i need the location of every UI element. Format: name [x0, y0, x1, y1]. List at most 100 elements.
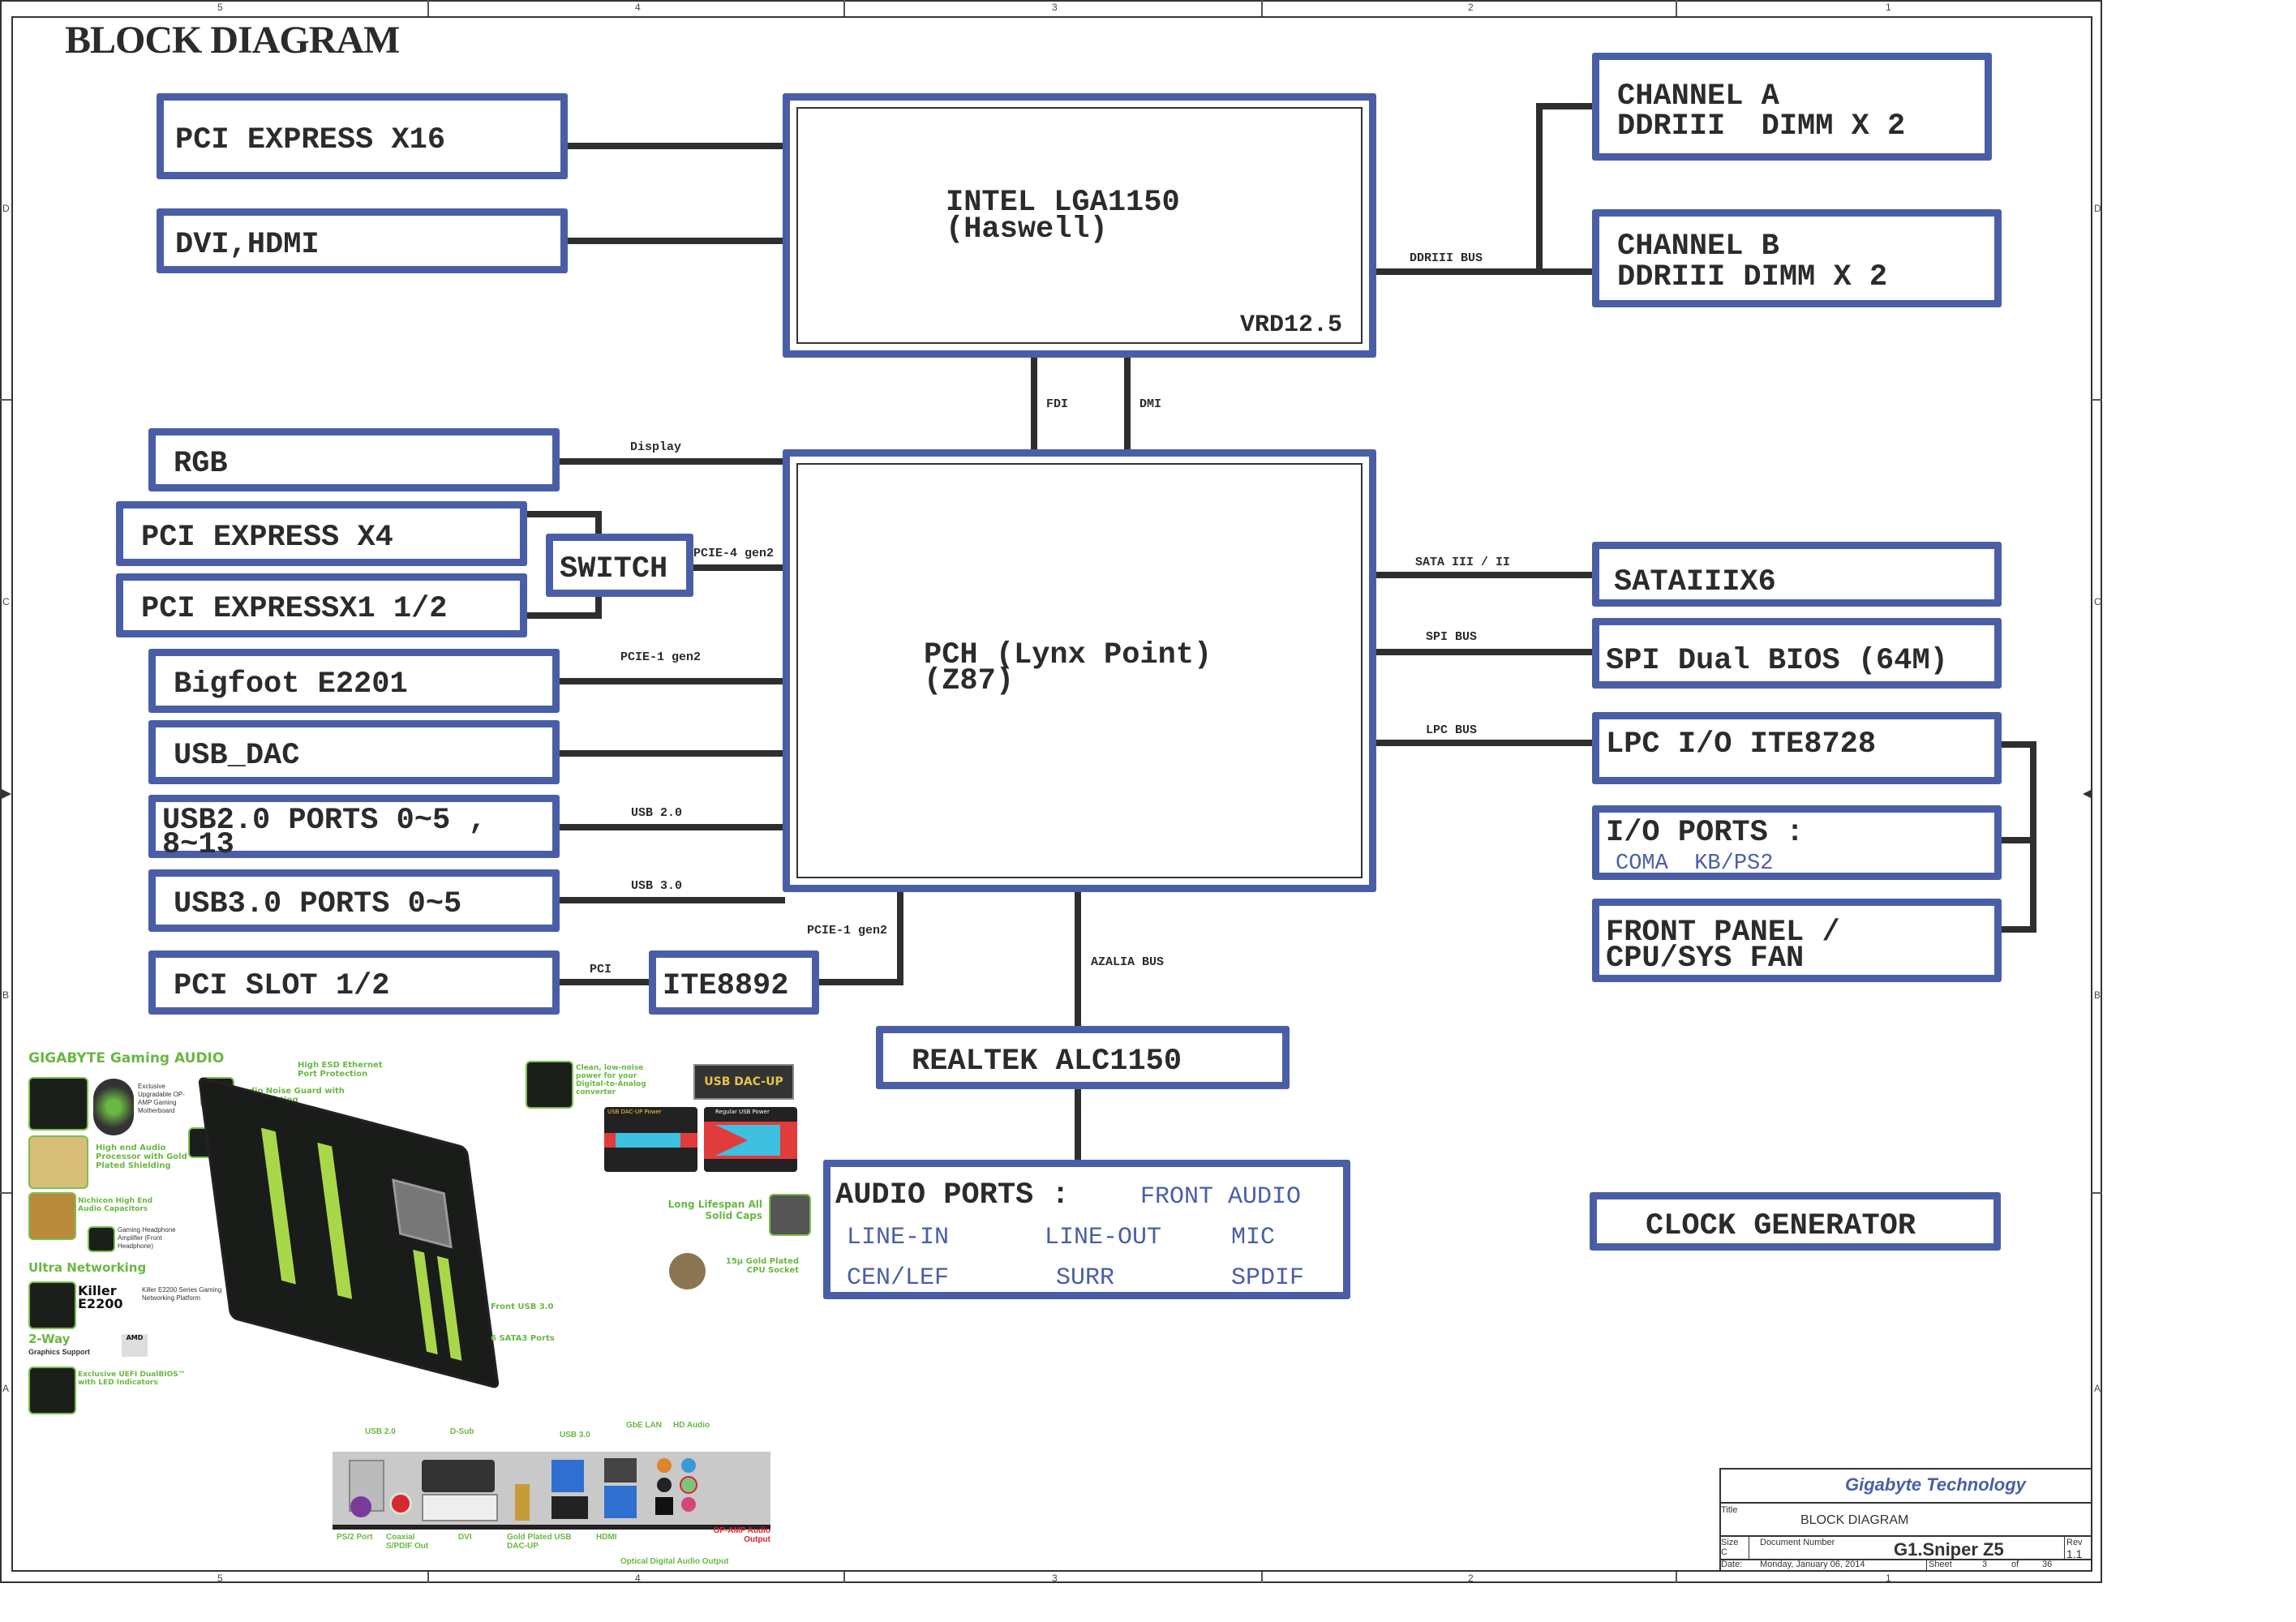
dualbios-photo: [28, 1367, 76, 1414]
promo-text: Killer E2200 Series Gaming Networking Pl…: [142, 1286, 222, 1302]
block-usb-dac[interactable]: USB_DAC: [148, 720, 560, 784]
wire-usb3: [560, 897, 785, 903]
io-label: GbE LAN: [626, 1421, 662, 1430]
wire-fdi: [1031, 357, 1037, 451]
usb3-port-shape: [551, 1460, 584, 1492]
dimm-slot-shape: [436, 1255, 462, 1361]
block-switch[interactable]: SWITCH: [546, 534, 693, 597]
ruler-divider: [427, 1572, 429, 1583]
io-label: Gold Plated USB DAC-UP: [507, 1533, 572, 1551]
tb-rule: [2064, 1535, 2065, 1560]
tb-rule: [1719, 1535, 2092, 1537]
block-usb2[interactable]: USB2.0 PORTS 0~5 , 8~13: [148, 795, 560, 862]
block-front-panel[interactable]: FRONT PANEL / CPU/SYS FAN: [1592, 899, 2002, 982]
block-sata[interactable]: SATAIIIX6: [1592, 542, 2002, 607]
audio-port: LINE-IN: [847, 1224, 950, 1251]
block-label: LPC I/O ITE8728: [1606, 727, 1877, 762]
bus-label-pcie1: PCIE-1 gen2: [620, 650, 702, 664]
bus-label-pcie4: PCIE-4 gen2: [693, 547, 775, 560]
bus-label-sata: SATA III / II: [1415, 556, 1511, 569]
block-spi-bios[interactable]: SPI Dual BIOS (64M): [1592, 618, 2002, 689]
tb-rule: [1719, 1468, 2092, 1470]
block-lpc-io[interactable]: LPC I/O ITE8728: [1592, 712, 2002, 784]
tb-date: Monday, January 06, 2014: [1760, 1560, 1865, 1569]
audio-port: SPDIF: [1231, 1264, 1305, 1292]
hdmi-port-shape: [551, 1496, 588, 1519]
audio-port: CEN/LEF: [847, 1264, 950, 1292]
block-clock-generator[interactable]: CLOCK GENERATOR: [1590, 1192, 2001, 1251]
tb-field-label: Size: [1721, 1538, 1739, 1547]
block-dvi-hdmi[interactable]: DVI,HDMI: [157, 208, 568, 273]
block-label: CHANNEL A: [1617, 79, 1779, 114]
usb-port-photo: [526, 1061, 573, 1109]
cpu-codename: (Haswell): [946, 212, 1108, 247]
block-ite8892[interactable]: ITE8892: [649, 950, 819, 1015]
cpu-name: INTEL LGA1150: [946, 186, 1180, 220]
block-pch[interactable]: PCH (Lynx Point) (Z87): [783, 449, 1376, 892]
promo-text: High end Audio Processor with Gold Plate…: [96, 1144, 187, 1170]
wire-audio: [1075, 1087, 1081, 1161]
tb-title: BLOCK DIAGRAM: [1800, 1513, 1909, 1527]
wire-front-panel: [2002, 926, 2036, 933]
block-pcie-x4[interactable]: PCI EXPRESS X4: [116, 501, 527, 566]
tb-sheet: 3: [1982, 1560, 1988, 1569]
tb-size: C: [1721, 1547, 1727, 1557]
dvi-port-shape: [422, 1494, 498, 1521]
tb-field-label: Date:: [1721, 1560, 1743, 1569]
wire-ddr-chb: [1539, 268, 1594, 275]
tb-rule: [1719, 1468, 1721, 1572]
amd-logo: AMD: [122, 1334, 148, 1357]
io-label: HD Audio: [673, 1421, 710, 1430]
wire-pcie-x4: [527, 511, 602, 517]
block-usb3[interactable]: USB3.0 PORTS 0~5: [148, 869, 560, 932]
block-label: PCI EXPRESSX1 1/2: [141, 592, 448, 626]
pcie-slot-shape: [317, 1142, 353, 1299]
wire-pci: [560, 979, 650, 985]
ruler-divider: [1676, 1572, 1677, 1583]
block-cpu[interactable]: INTEL LGA1150 (Haswell) VRD12.5: [783, 93, 1376, 358]
tb-rule: [1719, 1502, 2092, 1504]
block-pci-slot[interactable]: PCI SLOT 1/2: [148, 950, 560, 1015]
tb-rule: [1719, 1570, 2092, 1572]
opamp-chip-photo: [28, 1077, 88, 1131]
block-pcie-x1[interactable]: PCI EXPRESSX1 1/2: [116, 573, 527, 637]
block-io-ports[interactable]: I/O PORTS : COMA KB/PS2: [1592, 805, 2002, 880]
block-bigfoot[interactable]: Bigfoot E2201: [148, 649, 560, 713]
ruler-row-label: A: [2, 1383, 10, 1394]
company-name: Gigabyte Technology: [1845, 1474, 2026, 1495]
killer-logo: Killer E2200: [78, 1283, 123, 1311]
bus-label-spi: SPI BUS: [1426, 630, 1478, 644]
ruler-row-label: B: [2, 989, 10, 1001]
ruler-row-label: C: [2094, 596, 2101, 607]
block-label: REALTEK ALC1150: [912, 1045, 1182, 1079]
ruler-divider: [427, 0, 429, 16]
cpu-vrd: VRD12.5: [1240, 311, 1343, 339]
tb-field-label: Title: [1721, 1505, 1738, 1515]
audio-front: FRONT AUDIO: [1140, 1183, 1302, 1211]
block-audio-ports[interactable]: AUDIO PORTS : FRONT AUDIO LINE-IN LINE-O…: [823, 1160, 1350, 1299]
tb-field-label: Document Number: [1760, 1538, 1835, 1547]
block-channel-a[interactable]: CHANNEL A DDRIII DIMM X 2: [1592, 53, 1992, 161]
block-label: 8~13: [162, 828, 234, 862]
block-label: PCI SLOT 1/2: [174, 969, 390, 1003]
promo-text: Exclusive UEFI DualBIOS™ with LED Indica…: [78, 1371, 186, 1387]
wire-dmi: [1124, 357, 1131, 451]
tb-document-number: G1.Sniper Z5: [1894, 1539, 2004, 1560]
usb-dac-up-badge: USB DAC-UP: [693, 1064, 794, 1100]
io-label: D-Sub: [450, 1427, 474, 1436]
block-label: USB_DAC: [174, 739, 300, 773]
center-marker-icon: [2083, 789, 2092, 799]
block-rgb[interactable]: RGB: [148, 428, 560, 491]
audio-jack-black: [657, 1478, 672, 1492]
block-label: I/O PORTS :: [1606, 816, 1805, 850]
block-channel-b[interactable]: CHANNEL B DDRIII DIMM X 2: [1592, 209, 2002, 307]
block-pcie-x16[interactable]: PCI EXPRESS X16: [157, 93, 568, 179]
promo-text: 6 SATA3 Ports: [491, 1334, 555, 1343]
block-realtek[interactable]: REALTEK ALC1150: [876, 1026, 1290, 1089]
bus-label-pci: PCI: [590, 963, 612, 976]
page-title: BLOCK DIAGRAM: [65, 19, 400, 62]
block-label: SWITCH: [560, 552, 668, 586]
block-label: USB3.0 PORTS 0~5: [174, 887, 462, 921]
ruler-divider: [1261, 0, 1263, 16]
lan-port-shape: [604, 1458, 637, 1483]
